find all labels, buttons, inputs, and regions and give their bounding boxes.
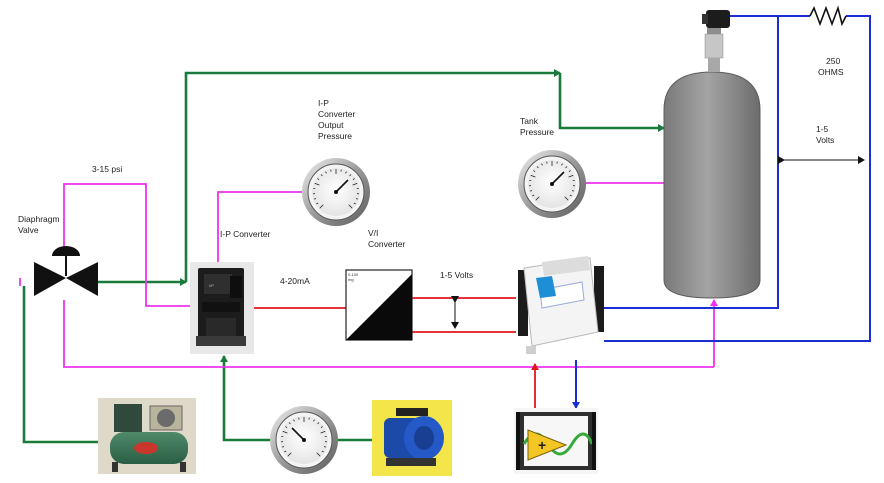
loop-voltage-label-2: Volts [816,135,834,145]
resistor-value-label-2: OHMS [818,67,844,77]
volts-range-label: 1-5 Volts [440,270,473,280]
gauge-tick [533,170,536,172]
gauge-tick [535,196,540,201]
pressure-signal-lines [19,182,718,368]
gauge-tick [314,182,320,186]
gauge-tick [282,446,285,448]
ip-converter-icon[interactable]: I/P [190,262,254,354]
tank-pressure-label-2: Pressure [520,127,554,137]
gauge-tick [325,171,327,174]
gauge-tick [536,166,539,169]
gauge-tick [317,178,320,180]
labels: Diaphragm Valve 3-15 psi I-P Converter I… [18,56,844,286]
svg-text:+: + [538,437,546,453]
tank-pressure-label-1: Tank [520,116,539,126]
gauge-tick [293,419,295,422]
return-lines [572,15,871,409]
ip-output-pressure-label-3: Output [318,120,344,130]
voltage-signal-lines [252,297,539,412]
tank-pressure-gauge-icon[interactable] [518,150,586,218]
pressure-tank-icon[interactable] [663,71,761,299]
resistor-value-label-1: 250 [826,56,840,66]
gauge-tick [317,422,320,425]
pressure-transducer-icon[interactable] [702,10,730,72]
gauge-tick [288,422,291,425]
gauge-tick [353,202,356,205]
svg-text:I/P: I/P [209,283,214,288]
gauge-tick [571,190,574,192]
supply-pressure-gauge-icon[interactable] [270,406,338,474]
gauge-tick [349,174,352,177]
resistor-icon [809,5,847,27]
gauge-tick [532,194,535,197]
gauge-tick [320,426,323,428]
ip-output-pressure-gauge-icon[interactable] [302,158,370,226]
gauge-tick [314,198,317,200]
gauge-tick [530,190,533,192]
gauge-tick [321,450,324,453]
current-range-label: 4-20mA [280,276,310,286]
gauge-tick [319,204,324,209]
gauge-tick [323,446,326,448]
gauge-tick [316,452,321,457]
daq-device-icon[interactable] [518,256,604,354]
pneumatic-supply-lines [22,69,665,444]
vi-box-unit: mg [348,277,354,282]
gauge-tick [348,204,353,209]
vacuum-pump-icon[interactable] [372,400,452,476]
gauge-tick [316,202,319,205]
ip-converter-label: I-P Converter [220,229,271,239]
diaphragm-valve-label-2: Valve [18,225,39,235]
gauge-tick [568,174,574,178]
gauge-tick [530,174,536,178]
gauge-tick [352,182,358,186]
gauge-tick [282,430,288,434]
gauge-tick [561,163,563,166]
gauge-tick [564,196,569,201]
gauge-tick [284,450,287,453]
air-compressor-icon[interactable] [98,398,196,474]
ip-output-pressure-label-2: Converter [318,109,355,119]
gauge-tick [313,419,315,422]
gauge-tick [287,452,292,457]
gauge-tick [568,170,571,172]
gauge-tick [541,163,543,166]
ip-output-pressure-label-4: Pressure [318,131,352,141]
gauge-tick [352,178,355,180]
gauge-tick [285,426,288,428]
vi-box-range: 0-100 [348,272,359,277]
loop-voltage-label-1: 1-5 [816,124,829,134]
vi-converter-label-1: V/I [368,228,378,238]
gauge-tick [569,194,572,197]
gauge-tick [565,166,568,169]
gauge-tick [320,174,323,177]
diaphragm-valve-icon[interactable] [34,246,98,296]
vi-converter-label-2: Converter [368,239,405,249]
gauge-tick [355,198,358,200]
ip-output-pressure-label-1: I-P [318,98,329,108]
gauge-tick [345,171,347,174]
psi-range-label: 3-15 psi [92,164,122,174]
labview-icon[interactable]: + [514,408,598,474]
gauge-tick [320,430,326,434]
diaphragm-valve-label-1: Diaphragm [18,214,60,224]
vi-converter-icon[interactable]: 0-100 mg [345,269,413,341]
